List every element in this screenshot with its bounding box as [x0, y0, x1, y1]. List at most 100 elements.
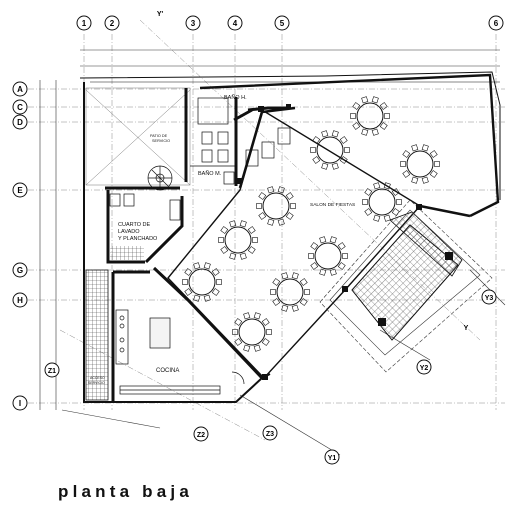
row-axis-bubbles: A C D E G H I	[12, 81, 28, 411]
chair	[234, 338, 243, 346]
chair	[266, 329, 272, 335]
grid-row-c: C	[17, 103, 23, 112]
chair	[285, 212, 294, 220]
round-table	[400, 144, 440, 184]
grid-row-i: I	[19, 399, 21, 408]
structural-columns	[236, 104, 422, 380]
chair	[371, 128, 379, 136]
diagonal-axis-bubbles: Y' Y Y3 Y2 Y1 Z1 Z2 Z3	[44, 11, 497, 465]
chair	[352, 122, 361, 130]
chair	[299, 298, 308, 306]
chair	[232, 329, 238, 335]
axis-z2: Z2	[197, 432, 205, 439]
chair	[329, 236, 337, 244]
chair	[321, 130, 329, 138]
round-table	[308, 236, 348, 276]
chair	[211, 288, 220, 296]
chair	[379, 122, 388, 130]
terrace	[319, 199, 493, 373]
chair	[258, 212, 267, 220]
chair	[239, 220, 247, 228]
grid-row-d: D	[17, 118, 23, 127]
axis-y2: Y2	[420, 365, 429, 372]
chair	[182, 279, 188, 285]
chair	[308, 253, 314, 259]
grid-col-5: 5	[280, 19, 285, 28]
chair	[411, 176, 419, 184]
chair	[421, 144, 429, 152]
chair	[291, 272, 299, 280]
hatched-strips	[85, 246, 144, 401]
chair	[352, 102, 361, 110]
chair	[253, 312, 261, 320]
label-patio-1: PATIO DE	[150, 134, 168, 138]
patio-servicio-area	[85, 87, 191, 186]
chair	[396, 199, 402, 205]
label-bano-m: BAÑO M.	[198, 170, 222, 177]
chair	[267, 218, 275, 226]
label-lavado-1: CUARTO DE	[118, 222, 151, 228]
label-cocina: COCINA	[156, 368, 179, 374]
chair	[281, 304, 289, 312]
drawing-title: planta baja	[58, 482, 194, 501]
chair	[312, 136, 321, 144]
round-table	[310, 130, 350, 170]
chair	[344, 147, 350, 153]
chair	[243, 344, 251, 352]
chair	[411, 144, 419, 152]
grid-col-2: 2	[110, 19, 115, 28]
chair	[220, 226, 229, 234]
chair	[331, 162, 339, 170]
round-table	[182, 262, 222, 302]
axis-z3: Z3	[266, 431, 274, 438]
chair	[234, 318, 243, 326]
chair	[379, 102, 388, 110]
grid-row-e: E	[17, 186, 23, 195]
label-salon: SALON DE FIESTAS	[310, 202, 355, 208]
chair	[193, 294, 201, 302]
chair	[270, 289, 276, 295]
grid-row-h: H	[17, 296, 23, 305]
column-axis-bubbles: 1 2 3 4 5 6	[76, 15, 504, 31]
chair	[299, 278, 308, 286]
dimension-lines	[39, 49, 506, 456]
spiral-stair	[147, 165, 173, 191]
grid-col-6: 6	[494, 19, 499, 28]
chair	[290, 203, 296, 209]
chair	[383, 182, 391, 190]
chair	[277, 186, 285, 194]
chair	[329, 268, 337, 276]
chair	[434, 161, 440, 167]
chair	[421, 176, 429, 184]
chair	[321, 162, 329, 170]
round-table	[232, 312, 272, 352]
chair	[339, 136, 348, 144]
chair	[339, 156, 348, 164]
chair	[272, 298, 281, 306]
chair	[312, 156, 321, 164]
chair	[310, 147, 316, 153]
axis-y-prime: Y'	[157, 11, 164, 18]
grid-col-4: 4	[233, 19, 238, 28]
chair	[267, 186, 275, 194]
round-table	[362, 182, 402, 222]
axis-y3: Y3	[485, 295, 494, 302]
axis-y1: Y1	[328, 455, 337, 462]
chair	[331, 130, 339, 138]
axis-z1: Z1	[48, 368, 56, 375]
chair	[337, 242, 346, 250]
chair	[373, 214, 381, 222]
chair	[361, 96, 369, 104]
axis-y: Y	[464, 325, 469, 332]
chair	[281, 272, 289, 280]
chair	[277, 218, 285, 226]
round-table	[218, 220, 258, 260]
chair	[304, 289, 310, 295]
round-table	[350, 96, 390, 136]
chair	[193, 262, 201, 270]
chair	[429, 150, 438, 158]
chair	[184, 268, 193, 276]
chair	[261, 338, 270, 346]
label-patio-2: SERVICIO	[152, 139, 170, 143]
